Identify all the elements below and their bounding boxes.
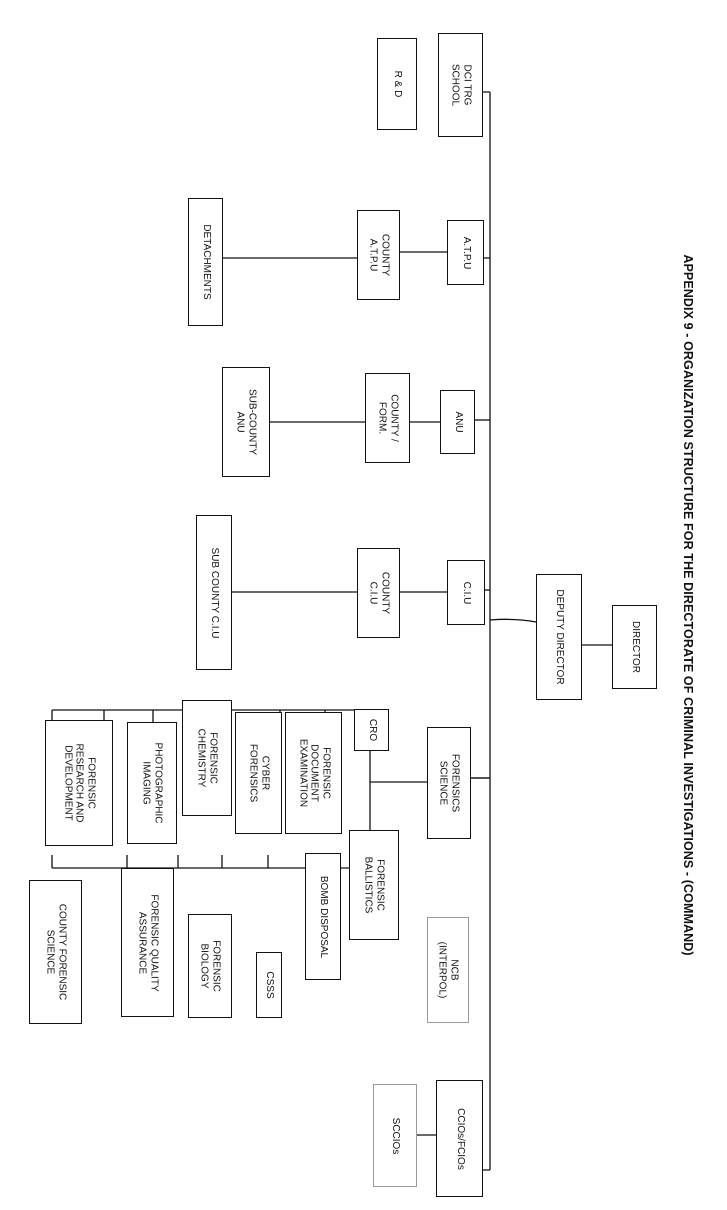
node-label: FORENSICS SCIENCE bbox=[438, 753, 461, 813]
node-cro: CRO bbox=[354, 709, 389, 751]
node-county-atpu: COUNTY A.T.P.U bbox=[357, 210, 400, 300]
node-label: COUNTY C.I.U bbox=[367, 571, 391, 615]
node-label: PHOTOGRAPHIC IMAGING bbox=[141, 742, 164, 824]
node-director: DIRECTOR bbox=[612, 605, 657, 689]
node-label: COUNTY / FORM. bbox=[376, 394, 400, 442]
node-csss: CSSS bbox=[256, 952, 282, 1018]
node-forensic-chemistry: FORENSIC CHEMISTRY bbox=[182, 700, 232, 816]
node-anu: ANU bbox=[440, 390, 475, 454]
node-atpu: A.T.P.U bbox=[447, 220, 484, 285]
node-deputy-director: DEPUTY DIRECTOR bbox=[536, 574, 582, 700]
node-forensic-document-examination: FORENSIC DOCUMENT EXAMINATION bbox=[285, 712, 342, 834]
node-label: R & D bbox=[391, 70, 403, 98]
node-label: DEPUTY DIRECTOR bbox=[553, 589, 565, 685]
node-county-forensic-science: COUNTY FORENSIC SCIENCE bbox=[29, 880, 82, 1024]
node-ciu: C.I.U bbox=[447, 560, 485, 625]
node-forensics-science: FORENSICS SCIENCE bbox=[427, 727, 471, 839]
node-label: A.T.P.U bbox=[460, 236, 472, 269]
node-cclos-fclos: CCIOs/FCIOs bbox=[436, 1080, 483, 1197]
node-label: DETACHMENTS bbox=[200, 224, 212, 300]
node-label: C.I.U bbox=[460, 581, 472, 604]
node-label: COUNTY A.T.P.U bbox=[367, 233, 391, 277]
node-label: FORENSIC QUALITY ASSURANCE bbox=[136, 893, 160, 992]
node-label: SUB COUNTY C.I.U bbox=[208, 547, 220, 638]
node-ncb-interpol: NCB (INTERPOL) bbox=[427, 917, 469, 1023]
node-label: CCIOs/FCIOs bbox=[454, 1107, 466, 1170]
node-sub-county-ciu: SUB COUNTY C.I.U bbox=[196, 515, 232, 670]
node-label: FORENSIC DOCUMENT EXAMINATION bbox=[296, 738, 331, 808]
node-label: BOMB DISPOSAL bbox=[317, 875, 329, 958]
node-county-form: COUNTY / FORM. bbox=[365, 373, 410, 463]
node-label: ANU bbox=[452, 411, 464, 433]
node-bomb-disposal: BOMB DISPOSAL bbox=[305, 853, 341, 980]
page-title: APPENDIX 9 - ORGANIZATION STRUCTURE FOR … bbox=[681, 254, 695, 956]
node-sub-county-anu: SUB-COUNTY ANU bbox=[222, 367, 270, 477]
node-label: SUB-COUNTY ANU bbox=[235, 388, 258, 456]
node-label: COUNTY FORENSIC SCIENCE bbox=[44, 903, 68, 1001]
node-label: FORENSIC CHEMISTRY bbox=[196, 728, 219, 788]
node-dci-trg-school: DCI TRG SCHOOL bbox=[438, 33, 483, 137]
node-label: SCCIOs bbox=[389, 1117, 401, 1154]
node-label: NCB (INTERPOL) bbox=[437, 941, 460, 999]
node-cyber-forensics: CYBER FORENSICS bbox=[235, 712, 282, 834]
node-scclos: SCCIOs bbox=[373, 1084, 417, 1187]
node-label: CSSS bbox=[263, 971, 275, 999]
node-label: FORENSIC RESEARCH AND DEVELOPMENT bbox=[62, 743, 97, 823]
node-r-and-d: R & D bbox=[377, 38, 417, 130]
node-forensic-biology: FORENSIC BIOLOGY bbox=[188, 914, 232, 1018]
node-label: DIRECTOR bbox=[629, 620, 641, 674]
node-photographic-imaging: PHOTOGRAPHIC IMAGING bbox=[127, 722, 177, 844]
node-forensic-ballistics: FORENSIC BALLISTICS bbox=[349, 830, 399, 940]
node-label: CRO bbox=[366, 718, 378, 742]
node-detachments: DETACHMENTS bbox=[188, 198, 223, 326]
node-label: CYBER FORENSICS bbox=[247, 743, 271, 803]
node-forensic-quality-assurance: FORENSIC QUALITY ASSURANCE bbox=[121, 868, 174, 1017]
node-label: DCI TRG SCHOOL bbox=[449, 63, 473, 107]
node-label: FORENSIC BIOLOGY bbox=[199, 940, 222, 992]
node-label: FORENSIC BALLISTICS bbox=[363, 856, 386, 914]
node-county-ciu: COUNTY C.I.U bbox=[357, 548, 400, 638]
node-forensic-research-development: FORENSIC RESEARCH AND DEVELOPMENT bbox=[45, 720, 113, 846]
